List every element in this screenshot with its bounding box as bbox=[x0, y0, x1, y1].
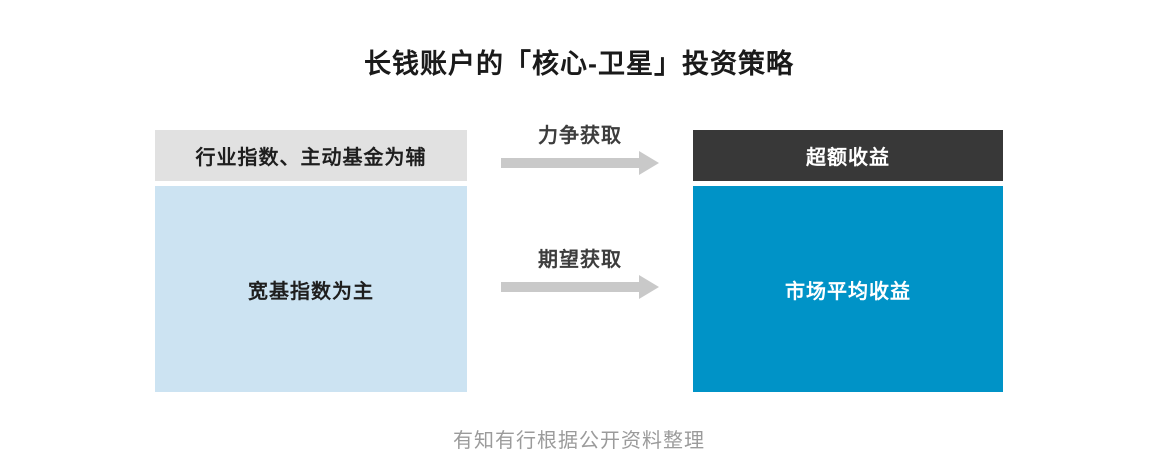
right-bottom-box-label: 市场平均收益 bbox=[785, 280, 911, 303]
core-satellite-right-top-box: 超额收益 bbox=[693, 130, 1003, 181]
core-satellite-left-bottom-box: 宽基指数为主 bbox=[155, 186, 467, 392]
arrow-head bbox=[639, 151, 659, 175]
arrow-shaft bbox=[501, 158, 639, 168]
arrow-shaft bbox=[501, 282, 639, 292]
arrow-group-excess-return: 力争获取 bbox=[467, 124, 693, 184]
arrow-head bbox=[639, 275, 659, 299]
left-top-box-label: 行业指数、主动基金为辅 bbox=[195, 147, 427, 169]
left-bottom-box-label: 宽基指数为主 bbox=[248, 280, 374, 303]
diagram-title: 长钱账户的「核心-卫星」投资策略 bbox=[364, 49, 794, 79]
core-satellite-left-top-box: 行业指数、主动基金为辅 bbox=[155, 130, 467, 181]
core-satellite-right-bottom-box: 市场平均收益 bbox=[693, 186, 1003, 392]
right-arrow-icon bbox=[501, 275, 659, 299]
right-top-box-label: 超额收益 bbox=[806, 147, 890, 169]
source-caption: 有知有行根据公开资料整理 bbox=[453, 430, 705, 452]
arrow-label-expect: 期望获取 bbox=[538, 249, 622, 271]
arrow-label-strive: 力争获取 bbox=[538, 125, 622, 147]
arrow-group-market-return: 期望获取 bbox=[467, 248, 693, 308]
right-arrow-icon bbox=[501, 151, 659, 175]
